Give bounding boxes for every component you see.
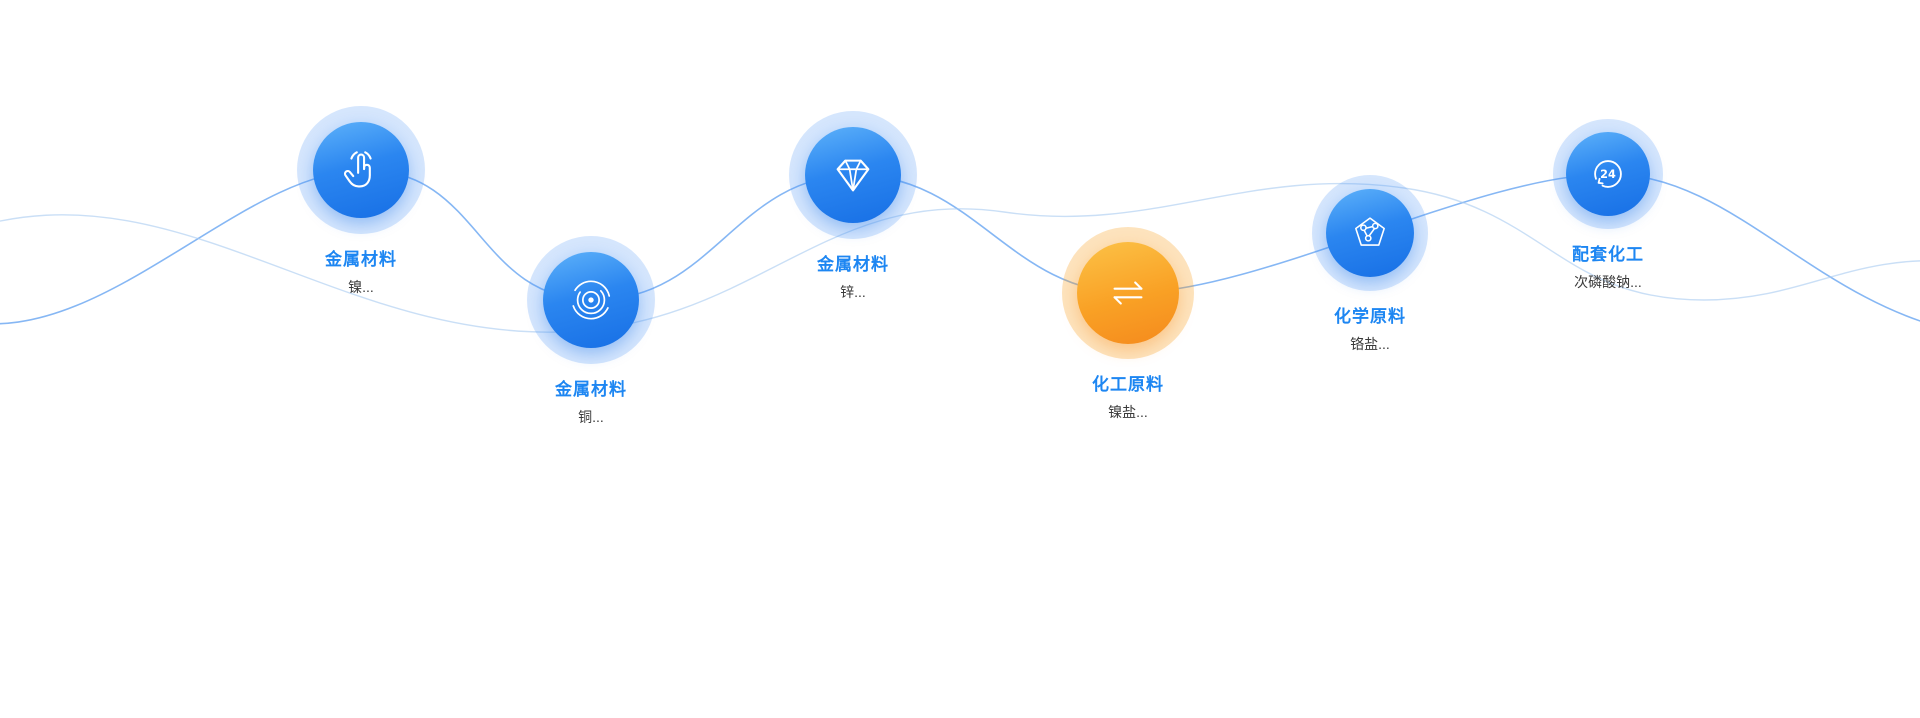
node-circle[interactable] xyxy=(805,127,901,223)
diamond-gem-icon xyxy=(836,159,870,192)
category-node-chem-nickel-salt[interactable]: 化工原料 镍盐... xyxy=(1038,227,1218,422)
node-halo xyxy=(1312,175,1428,291)
node-halo xyxy=(297,106,425,234)
category-node-support-chem[interactable]: 24 配套化工 次磷酸钠... xyxy=(1518,119,1698,292)
node-halo: 24 xyxy=(1553,119,1663,229)
node-circle[interactable]: 24 xyxy=(1566,132,1650,216)
category-node-metal-copper[interactable]: 金属材料 铜... xyxy=(501,236,681,427)
node-halo xyxy=(789,111,917,239)
category-subtitle: 次磷酸钠... xyxy=(1574,274,1642,290)
category-subtitle: 铬盐... xyxy=(1350,336,1390,352)
category-subtitle: 锌... xyxy=(840,284,866,300)
radar-target-icon xyxy=(571,280,611,320)
category-subtitle: 镍... xyxy=(348,279,374,295)
node-halo xyxy=(1062,227,1194,359)
exchange-arrows-icon xyxy=(1113,281,1143,305)
category-subtitle: 镍盐... xyxy=(1108,404,1148,420)
node-halo xyxy=(527,236,655,364)
category-title[interactable]: 金属材料 xyxy=(555,380,627,399)
category-subtitle: 铜... xyxy=(578,409,604,425)
category-title[interactable]: 金属材料 xyxy=(325,250,397,269)
category-title[interactable]: 化工原料 xyxy=(1092,375,1164,394)
category-node-chem-chromium-salt[interactable]: 化学原料 铬盐... xyxy=(1280,175,1460,354)
category-title[interactable]: 化学原料 xyxy=(1334,307,1406,326)
node-circle[interactable] xyxy=(1077,242,1179,344)
node-circle[interactable] xyxy=(1326,189,1414,277)
24-hour-label: 24 xyxy=(1600,168,1616,181)
category-node-metal-nickel[interactable]: 金属材料 镍... xyxy=(271,106,451,297)
node-circle[interactable] xyxy=(313,122,409,218)
click-hand-icon xyxy=(343,151,372,188)
molecule-pentagon-icon xyxy=(1355,217,1385,246)
category-title[interactable]: 金属材料 xyxy=(817,255,889,274)
category-title[interactable]: 配套化工 xyxy=(1572,245,1644,264)
category-node-metal-zinc[interactable]: 金属材料 锌... xyxy=(763,111,943,302)
node-circle[interactable] xyxy=(543,252,639,348)
24-hour-icon: 24 xyxy=(1594,160,1622,188)
